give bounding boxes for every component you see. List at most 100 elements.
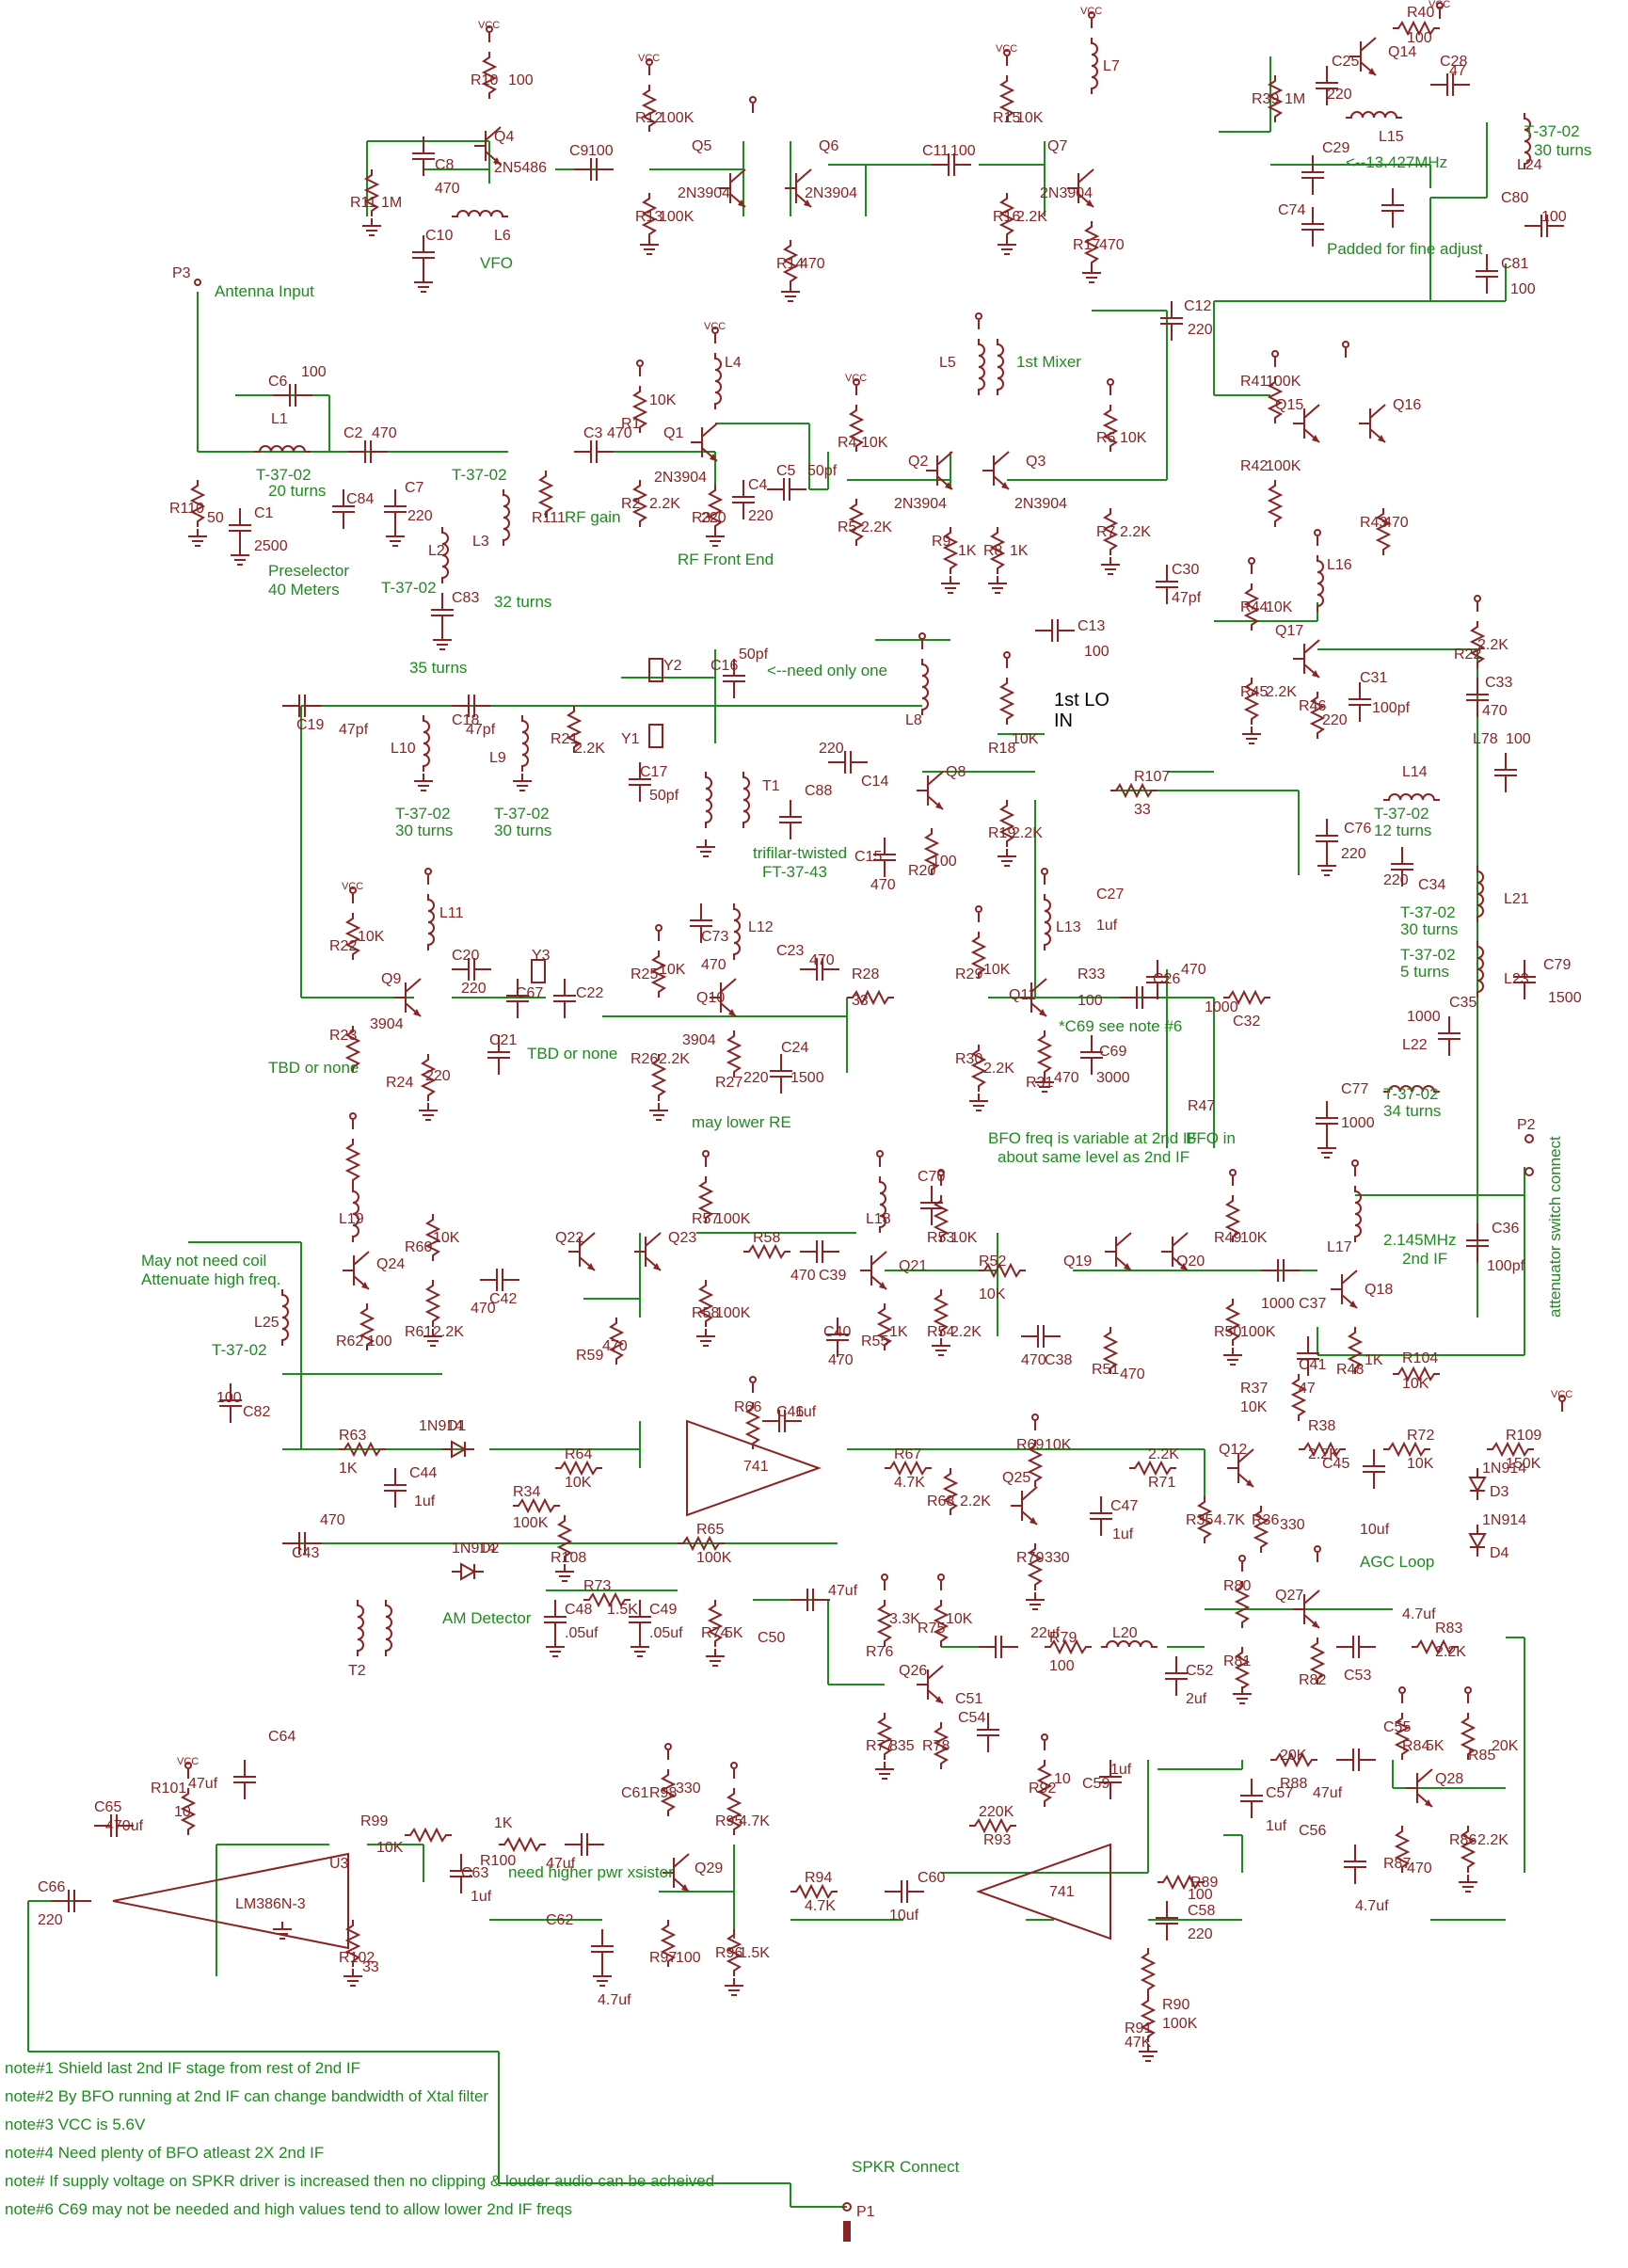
svg-text:R42: R42 bbox=[1240, 458, 1268, 474]
svg-text:4.7uf: 4.7uf bbox=[1355, 1898, 1389, 1914]
svg-text:C33: C33 bbox=[1485, 675, 1512, 691]
svg-text:100: 100 bbox=[1407, 30, 1432, 46]
svg-text:2.2K: 2.2K bbox=[1266, 684, 1297, 700]
svg-text:Q5: Q5 bbox=[692, 138, 711, 154]
svg-text:3000: 3000 bbox=[1096, 1070, 1130, 1086]
svg-text:100: 100 bbox=[301, 364, 327, 380]
svg-text:C6: C6 bbox=[268, 374, 288, 390]
svg-text:470: 470 bbox=[701, 957, 726, 973]
svg-text:4.7uf: 4.7uf bbox=[1402, 1606, 1436, 1622]
first-lo-label: 1st LO bbox=[1054, 690, 1109, 711]
tbd-label-2: TBD or none bbox=[527, 1045, 617, 1062]
svg-text:R108: R108 bbox=[551, 1550, 586, 1566]
attenuate-label: Attenuate high freq. bbox=[141, 1270, 280, 1288]
svg-text:R109: R109 bbox=[1506, 1428, 1541, 1444]
svg-text:P1: P1 bbox=[856, 2204, 875, 2220]
svg-text:Q8: Q8 bbox=[946, 764, 966, 780]
svg-text:C9: C9 bbox=[569, 143, 589, 159]
svg-text:R25: R25 bbox=[630, 966, 658, 982]
svg-text:1N914: 1N914 bbox=[452, 1541, 496, 1557]
svg-text:470: 470 bbox=[1383, 515, 1409, 531]
svg-text:R40: R40 bbox=[1407, 5, 1434, 21]
svg-text:D4: D4 bbox=[1490, 1545, 1509, 1561]
svg-text:100K: 100K bbox=[715, 1211, 751, 1227]
svg-text:T-37-02: T-37-02 bbox=[212, 1341, 267, 1359]
svg-text:220: 220 bbox=[1322, 712, 1348, 728]
svg-text:10K: 10K bbox=[1240, 1230, 1268, 1246]
svg-text:Q4: Q4 bbox=[494, 129, 514, 145]
svg-text:L14: L14 bbox=[1402, 764, 1428, 780]
svg-text:C50: C50 bbox=[758, 1630, 785, 1646]
svg-text:C66: C66 bbox=[38, 1879, 65, 1895]
svg-text:4.7K: 4.7K bbox=[1214, 1512, 1245, 1528]
first-lo-in-label: IN bbox=[1054, 711, 1073, 731]
svg-text:220: 220 bbox=[1188, 1926, 1213, 1942]
svg-text:1000: 1000 bbox=[1341, 1115, 1375, 1131]
svg-text:L19: L19 bbox=[339, 1211, 364, 1227]
svg-text:R89: R89 bbox=[1190, 1875, 1218, 1891]
svg-text:R33: R33 bbox=[1077, 966, 1105, 982]
note-4: note#4 Need plenty of BFO atleast 2X 2nd… bbox=[5, 2144, 324, 2162]
svg-text:1uf: 1uf bbox=[1110, 1762, 1132, 1778]
svg-text:R102: R102 bbox=[339, 1950, 375, 1966]
svg-text:C40: C40 bbox=[823, 1324, 851, 1340]
svg-text:L16: L16 bbox=[1327, 557, 1352, 573]
svg-text:1K: 1K bbox=[958, 543, 977, 559]
may-lower-re-label: may lower RE bbox=[692, 1113, 791, 1131]
svg-text:10K: 10K bbox=[950, 1230, 978, 1246]
svg-text:470: 470 bbox=[320, 1512, 345, 1528]
svg-text:R52: R52 bbox=[979, 1254, 1006, 1270]
svg-text:C4: C4 bbox=[748, 477, 768, 493]
svg-text:R10: R10 bbox=[471, 72, 498, 88]
svg-text:2.2K: 2.2K bbox=[1012, 825, 1043, 841]
svg-text:C70: C70 bbox=[918, 1169, 945, 1185]
svg-text:R51: R51 bbox=[1092, 1362, 1119, 1378]
svg-text:C61: C61 bbox=[621, 1785, 648, 1801]
svg-text:C64: C64 bbox=[268, 1729, 295, 1745]
svg-text:VCC: VCC bbox=[177, 1756, 199, 1767]
svg-text:10K: 10K bbox=[1240, 1399, 1268, 1415]
svg-text:220: 220 bbox=[1327, 87, 1352, 103]
svg-text:47uf: 47uf bbox=[188, 1776, 218, 1792]
svg-text:100K: 100K bbox=[1266, 374, 1301, 390]
svg-text:100pf: 100pf bbox=[1372, 700, 1411, 716]
svg-text:100: 100 bbox=[932, 854, 957, 870]
svg-text:Q2: Q2 bbox=[908, 454, 928, 470]
svg-text:R12: R12 bbox=[635, 110, 662, 126]
svg-text:R19: R19 bbox=[988, 825, 1015, 841]
svg-text:R78: R78 bbox=[922, 1738, 950, 1754]
svg-text:Q26: Q26 bbox=[899, 1663, 927, 1679]
svg-text:100K: 100K bbox=[1240, 1324, 1276, 1340]
svg-text:R35: R35 bbox=[1186, 1512, 1213, 1528]
svg-text:C54: C54 bbox=[958, 1710, 985, 1726]
svg-text:Q10: Q10 bbox=[696, 990, 725, 1006]
svg-text:1N914: 1N914 bbox=[1482, 1512, 1526, 1528]
svg-text:47uf: 47uf bbox=[828, 1583, 858, 1599]
svg-text:L20: L20 bbox=[1112, 1625, 1138, 1641]
svg-text:Q6: Q6 bbox=[819, 138, 838, 154]
svg-text:150K: 150K bbox=[1506, 1456, 1541, 1472]
svg-text:C65: C65 bbox=[94, 1799, 121, 1815]
svg-text:R69: R69 bbox=[1016, 1437, 1044, 1453]
svg-text:Q14: Q14 bbox=[1388, 44, 1416, 60]
svg-text:220: 220 bbox=[819, 741, 844, 757]
svg-text:C73: C73 bbox=[701, 929, 728, 945]
svg-text:220: 220 bbox=[701, 510, 726, 526]
svg-text:R86: R86 bbox=[1449, 1832, 1476, 1848]
svg-text:3904: 3904 bbox=[370, 1016, 404, 1032]
svg-text:C22: C22 bbox=[576, 985, 603, 1001]
svg-text:34 turns: 34 turns bbox=[1383, 1102, 1441, 1120]
svg-text:R79: R79 bbox=[1049, 1630, 1077, 1646]
svg-text:R62: R62 bbox=[336, 1334, 363, 1350]
svg-text:Q17: Q17 bbox=[1275, 623, 1303, 639]
svg-text:R111: R111 bbox=[532, 510, 566, 526]
svg-text:47uf: 47uf bbox=[546, 1856, 576, 1872]
svg-text:2.2K: 2.2K bbox=[960, 1493, 991, 1509]
svg-text:R110: R110 bbox=[169, 501, 204, 517]
svg-text:10K: 10K bbox=[1407, 1456, 1434, 1472]
svg-text:2uf: 2uf bbox=[1186, 1691, 1207, 1707]
svg-text:4.7K: 4.7K bbox=[805, 1898, 836, 1914]
svg-text:Q12: Q12 bbox=[1219, 1442, 1247, 1458]
svg-text:470: 470 bbox=[1021, 1352, 1046, 1368]
svg-text:32 turns: 32 turns bbox=[494, 593, 551, 611]
